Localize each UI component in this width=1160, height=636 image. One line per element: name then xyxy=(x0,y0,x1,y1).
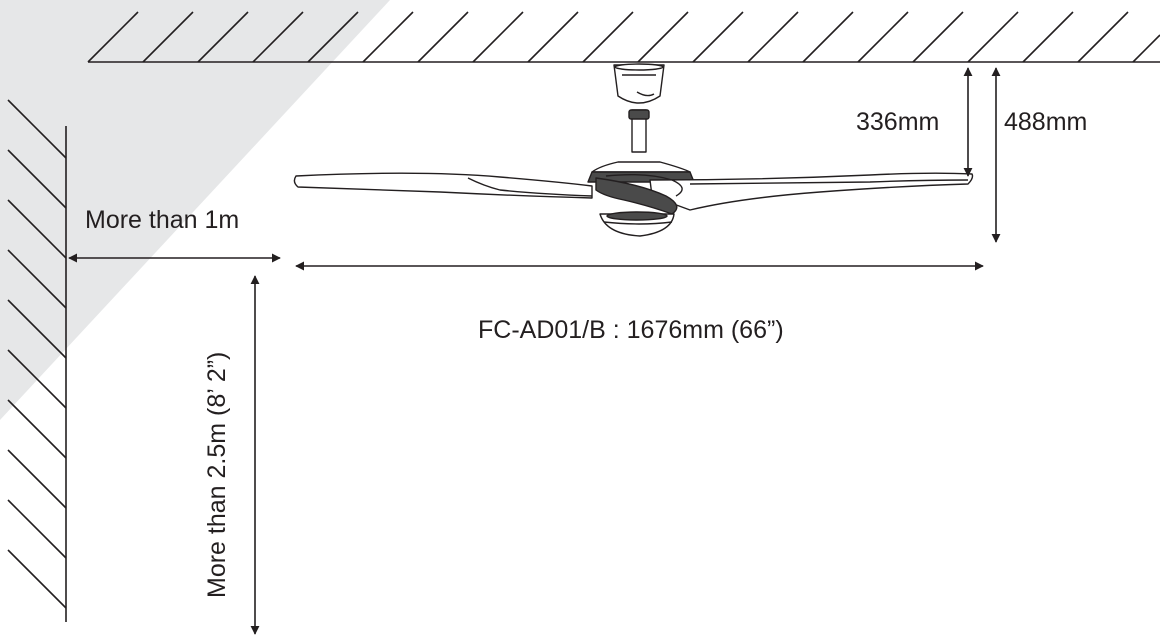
fan-motor-housing xyxy=(591,161,691,173)
blade-span-label: FC-AD01/B : 1676mm (66”) xyxy=(478,316,784,344)
ceiling-hatch xyxy=(87,11,1160,63)
total-drop-label: 488mm xyxy=(1004,108,1088,136)
blade-drop-label: 336mm xyxy=(856,108,940,136)
wall-hatch xyxy=(7,99,67,622)
floor-clearance-label: More than 2.5m (8’ 2”) xyxy=(203,351,231,598)
fan-blade-right xyxy=(649,172,974,211)
shaded-clearance-zone xyxy=(0,0,390,420)
wall-clearance-label: More than 1m xyxy=(85,206,240,234)
ceiling-fan xyxy=(293,63,974,237)
